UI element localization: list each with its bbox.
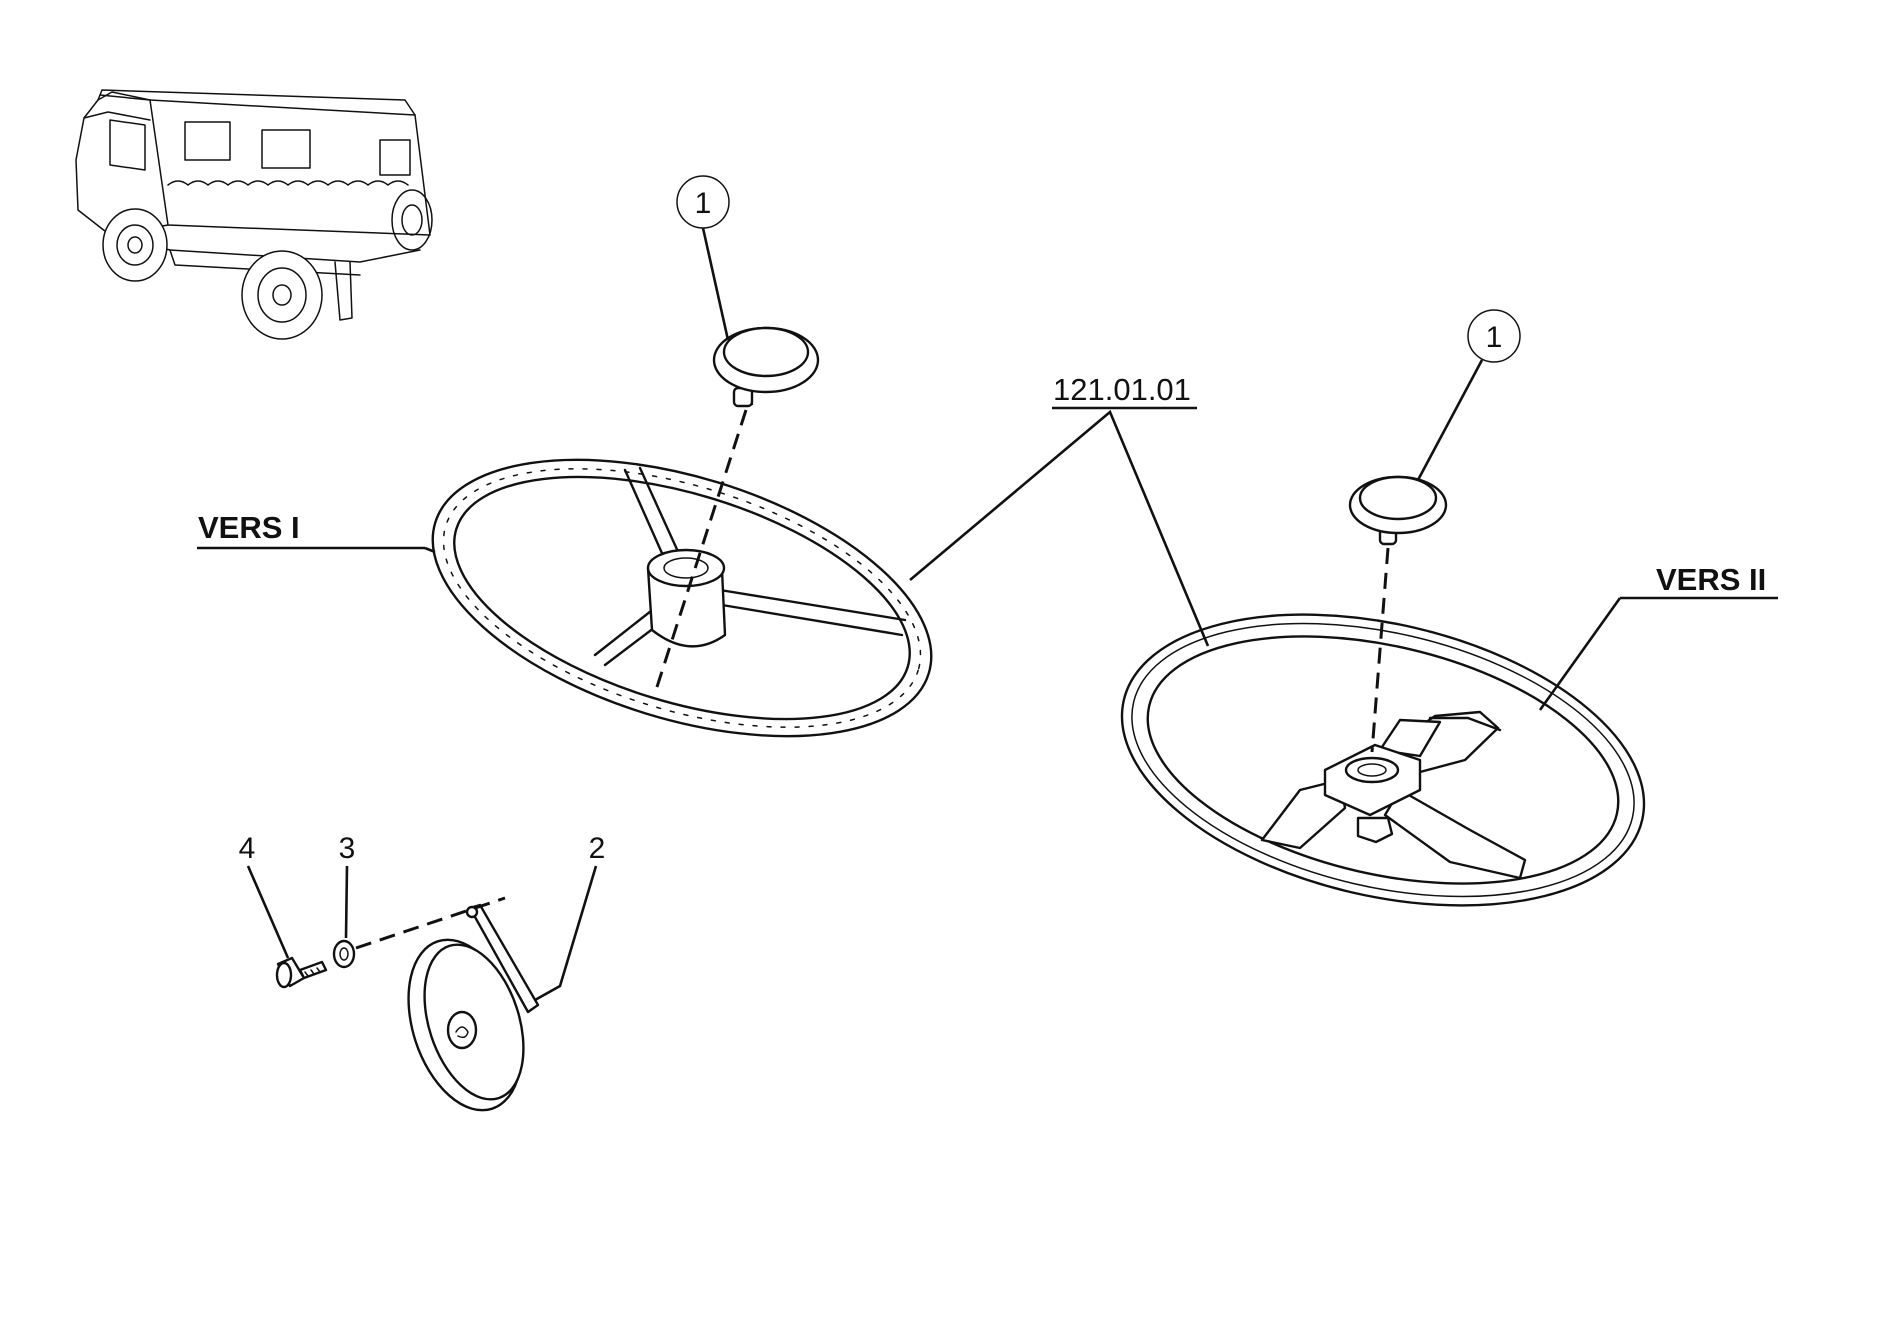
assembly-axis-horn (355, 896, 506, 950)
callout-2: 2 (534, 832, 606, 1002)
assembly-ref-label: 121.01.01 (1053, 372, 1191, 407)
vers-2-leader (1538, 597, 1622, 711)
vers-1-label: VERS I (198, 510, 300, 545)
callout-1-version-1: 1 (676, 175, 730, 341)
assembly-axis-version-2 (1370, 547, 1390, 753)
horn (407, 903, 540, 1112)
callout-4: 4 (239, 832, 290, 959)
bolt (275, 956, 328, 989)
vers-2-label: VERS II (1656, 562, 1766, 597)
vehicle-thumbnail (75, 89, 433, 340)
horn-button-cap-version-1 (712, 326, 820, 408)
callout-1-version-2-number: 1 (1486, 321, 1503, 354)
callout-2-number: 2 (589, 832, 606, 865)
steering-wheel-version-2 (1120, 613, 1646, 907)
callout-1-version-2: 1 (1416, 309, 1521, 481)
callout-4-number: 4 (239, 832, 256, 865)
horn-button-cap-version-2 (1348, 475, 1448, 546)
callout-1-version-1-number: 1 (695, 187, 712, 220)
washer (332, 939, 356, 969)
vers-1-leader (424, 546, 436, 554)
steering-wheel-version-1 (431, 458, 933, 738)
callout-3-number: 3 (339, 832, 356, 865)
assembly-ref-leader (909, 409, 1210, 647)
callout-3: 3 (339, 832, 356, 939)
assembly-axis-version-1 (654, 409, 748, 691)
